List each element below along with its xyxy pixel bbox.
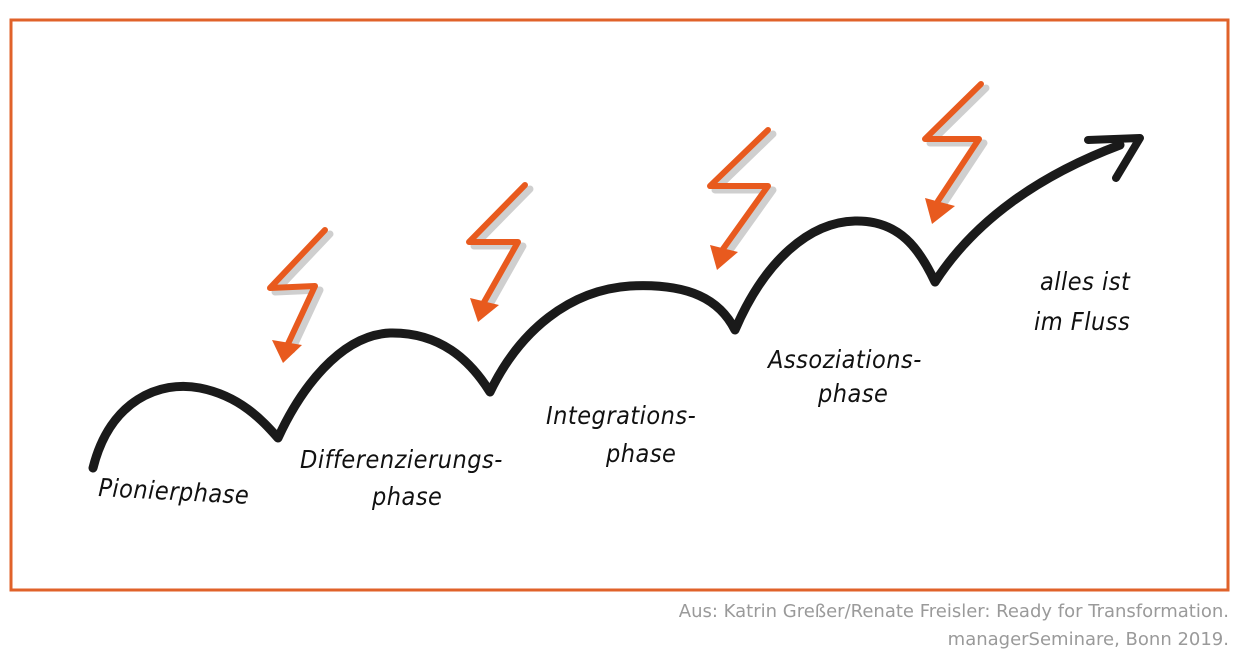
caption-line-2: managerSeminare, Bonn 2019.	[947, 629, 1229, 650]
label-fluss-line2: im Fluss	[1034, 307, 1130, 336]
label-differenzierungsphase-line2: phase	[371, 482, 442, 511]
caption-line-1: Aus: Katrin Greßer/Renate Freisler: Read…	[678, 601, 1229, 622]
source-caption: Aus: Katrin Greßer/Renate Freisler: Read…	[679, 598, 1229, 654]
label-assoziationsphase-line1: Assoziations-	[766, 345, 922, 374]
label-assoziationsphase-line2: phase	[817, 379, 888, 408]
label-integrationsphase-line1: Integrations-	[546, 401, 696, 430]
phase-curve	[88, 140, 1125, 473]
label-differenzierungsphase-line1: Differenzierungs-	[300, 445, 503, 474]
lightning-bolt-2	[466, 182, 534, 322]
lightning-bolt-1	[267, 227, 334, 363]
label-pionierphase: Pionierphase	[98, 473, 250, 510]
lightning-bolt-3	[707, 127, 777, 270]
arrowhead-icon	[1084, 134, 1144, 182]
diagram-frame	[9, 18, 1230, 592]
label-fluss-line1: alles ist	[1040, 267, 1131, 296]
lightning-bolt-4	[922, 81, 990, 224]
label-integrationsphase-line2: phase	[605, 439, 676, 468]
